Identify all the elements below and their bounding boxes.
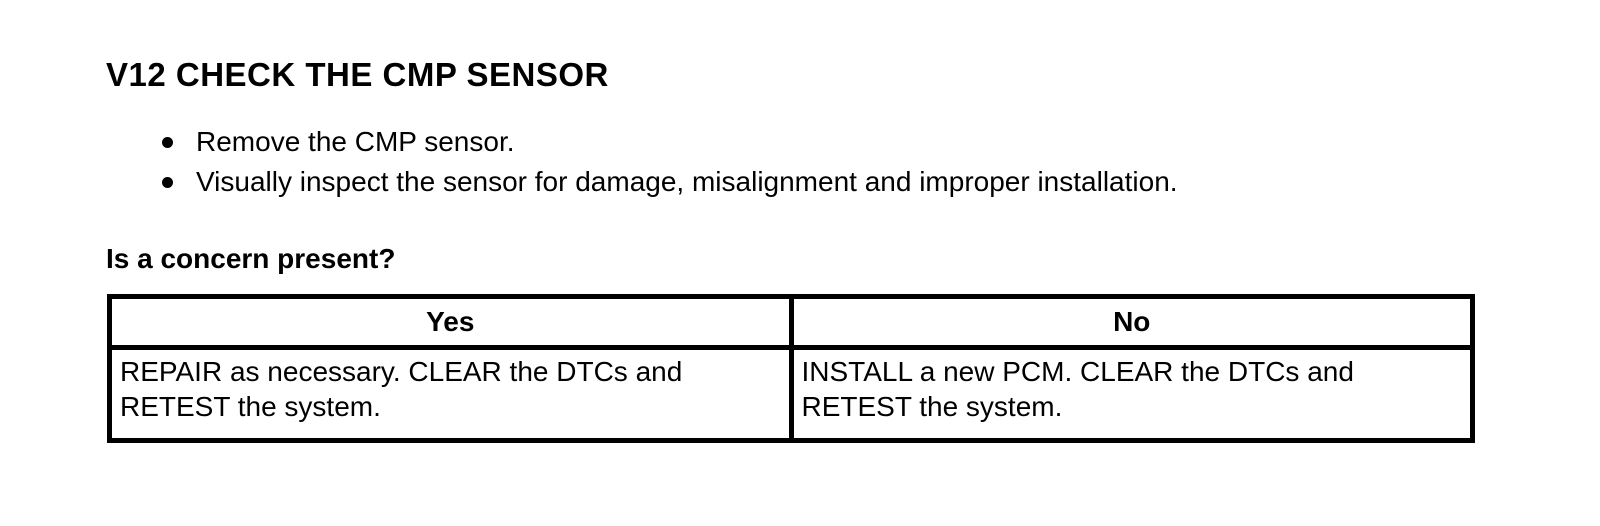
action-yes-line1: REPAIR as necessary. CLEAR the DTCs and [120, 356, 683, 387]
bullet-list: Remove the CMP sensor. Visually inspect … [160, 122, 1178, 202]
decision-table: Yes No REPAIR as necessary. CLEAR the DT… [107, 294, 1475, 443]
page-title: V12 CHECK THE CMP SENSOR [106, 56, 609, 94]
table-row: REPAIR as necessary. CLEAR the DTCs and … [107, 345, 1475, 443]
bullet-item: Visually inspect the sensor for damage, … [160, 162, 1178, 202]
bullet-item: Remove the CMP sensor. [160, 122, 1178, 162]
header-cell-no: No [788, 294, 1475, 350]
question-text: Is a concern present? [106, 243, 396, 274]
bullet-text: Visually inspect the sensor for damage, … [196, 166, 1178, 197]
header-cell-yes: Yes [107, 294, 794, 350]
action-no-line2: RETEST the system. [801, 391, 1063, 422]
table-header-row: Yes No [107, 294, 1475, 350]
bullet-text: Remove the CMP sensor. [196, 126, 515, 157]
action-yes-line2: RETEST the system. [120, 391, 381, 422]
action-cell-yes: REPAIR as necessary. CLEAR the DTCs and … [107, 345, 794, 443]
action-cell-no: INSTALL a new PCM. CLEAR the DTCs and RE… [788, 345, 1475, 443]
action-no-line1: INSTALL a new PCM. CLEAR the DTCs and [801, 356, 1354, 387]
